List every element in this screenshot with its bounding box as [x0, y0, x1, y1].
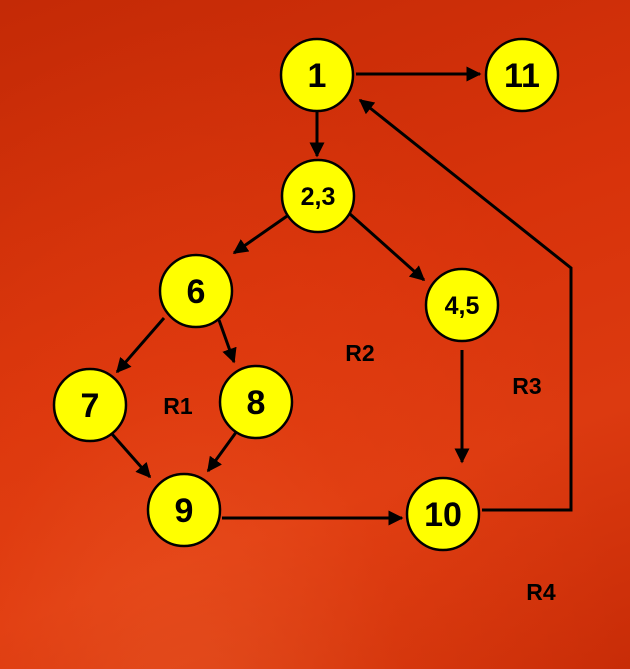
region-r4-label: R4: [526, 579, 556, 605]
node-8-label: 8: [247, 384, 266, 422]
edge-6-7: [115, 317, 166, 374]
edge-7-9: [110, 433, 152, 479]
node-11: 11: [484, 37, 560, 113]
node-1-label: 1: [308, 57, 327, 95]
edge-8-9: [206, 430, 239, 473]
edge-10-1: [358, 98, 573, 512]
region-r2-label: R2: [345, 340, 374, 366]
node-2-3-label: 2,3: [301, 183, 336, 211]
edge-2-3-4-5: [349, 212, 426, 282]
node-7-label: 7: [81, 387, 100, 425]
node-2-3: 2,3: [280, 158, 356, 234]
node-11-label: 11: [504, 57, 540, 95]
region-labels: R1 R2 R3 R4: [163, 340, 556, 605]
edge-2-3-6: [232, 212, 291, 255]
node-4-5-label: 4,5: [445, 292, 480, 320]
node-9: 9: [146, 472, 222, 548]
node-6: 6: [158, 253, 234, 329]
node-10: 10: [405, 476, 481, 552]
node-8: 8: [218, 364, 294, 440]
edges: [110, 66, 573, 526]
node-4-5: 4,5: [424, 267, 500, 343]
node-6-label: 6: [187, 273, 206, 311]
region-r3-label: R3: [512, 373, 541, 399]
node-9-label: 9: [175, 492, 194, 530]
node-7: 7: [52, 367, 128, 443]
edge-6-8: [217, 319, 237, 364]
region-r1-label: R1: [163, 393, 193, 419]
node-10-label: 10: [424, 496, 462, 534]
node-1: 1: [279, 37, 355, 113]
